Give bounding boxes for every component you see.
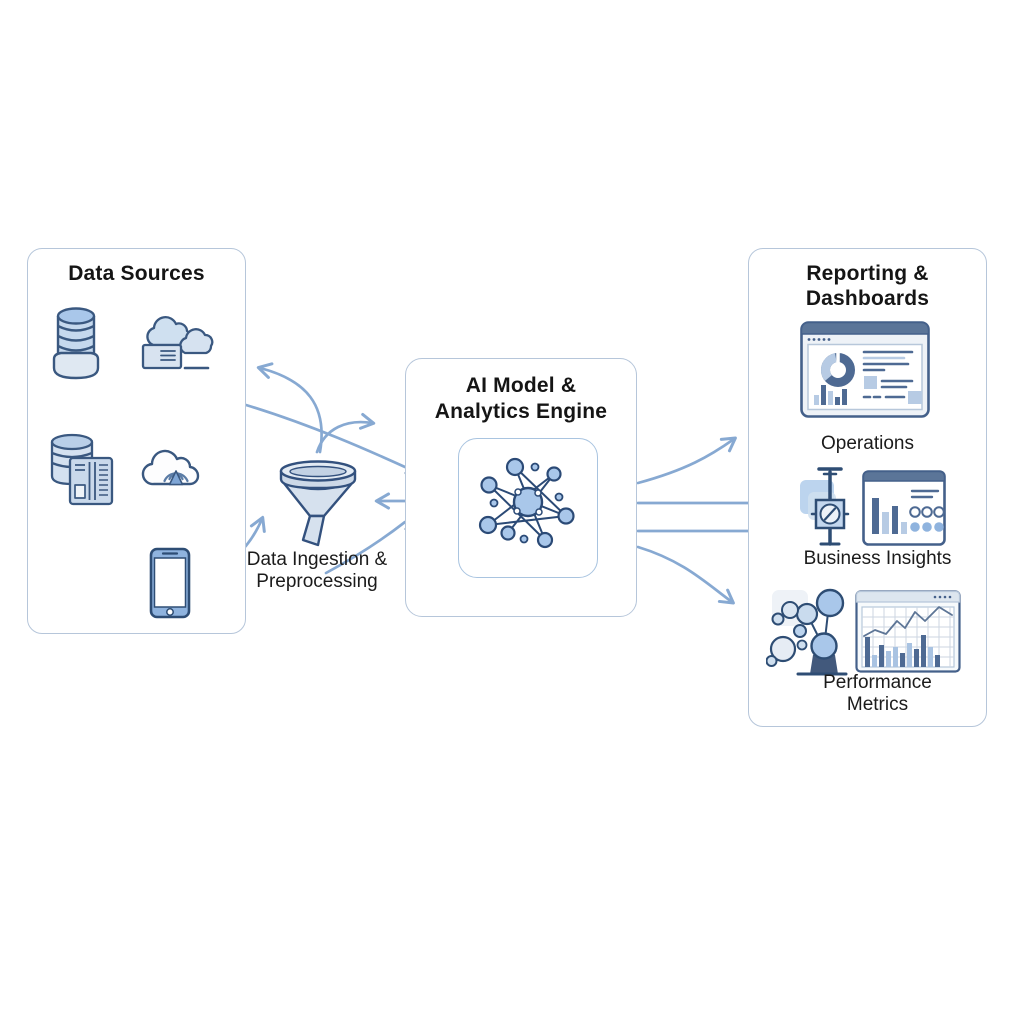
database-server-icon <box>50 433 114 506</box>
arrow-ai-to-performance <box>636 545 735 605</box>
valve-gauge-icon <box>800 467 850 546</box>
cloud-upload-icon <box>141 449 200 486</box>
arrow-funnel-to-ai <box>315 412 376 454</box>
ai-engine-title: AI Model & Analytics Engine <box>434 374 608 423</box>
line-sources-to-ai <box>244 403 407 469</box>
arrow-funnel-to-sources <box>256 362 323 454</box>
smartphone-icon <box>149 547 191 619</box>
cloud-document-icon <box>141 316 214 370</box>
metrics-chart-window-icon <box>855 590 961 673</box>
reporting-title: Reporting & Dashboards <box>805 262 930 310</box>
bubble-cluster-icon <box>766 588 848 676</box>
neural-network-card <box>458 438 598 578</box>
neural-network-icon <box>478 457 575 549</box>
dashboard-window-icon <box>800 321 930 418</box>
curve-ai-to-ingestion-label <box>324 520 407 575</box>
funnel-icon <box>279 460 357 547</box>
arrow-ai-to-operations <box>636 436 737 485</box>
database-icon <box>52 307 100 380</box>
data-sources-title: Data Sources <box>68 262 205 285</box>
performance-metrics-label: Performance Metrics <box>823 672 932 715</box>
ingestion-label: Data Ingestion & Preprocessing <box>246 549 388 592</box>
bar-report-window-icon <box>862 470 946 546</box>
business-insights-label: Business Insights <box>803 548 952 569</box>
operations-label: Operations <box>821 433 914 454</box>
